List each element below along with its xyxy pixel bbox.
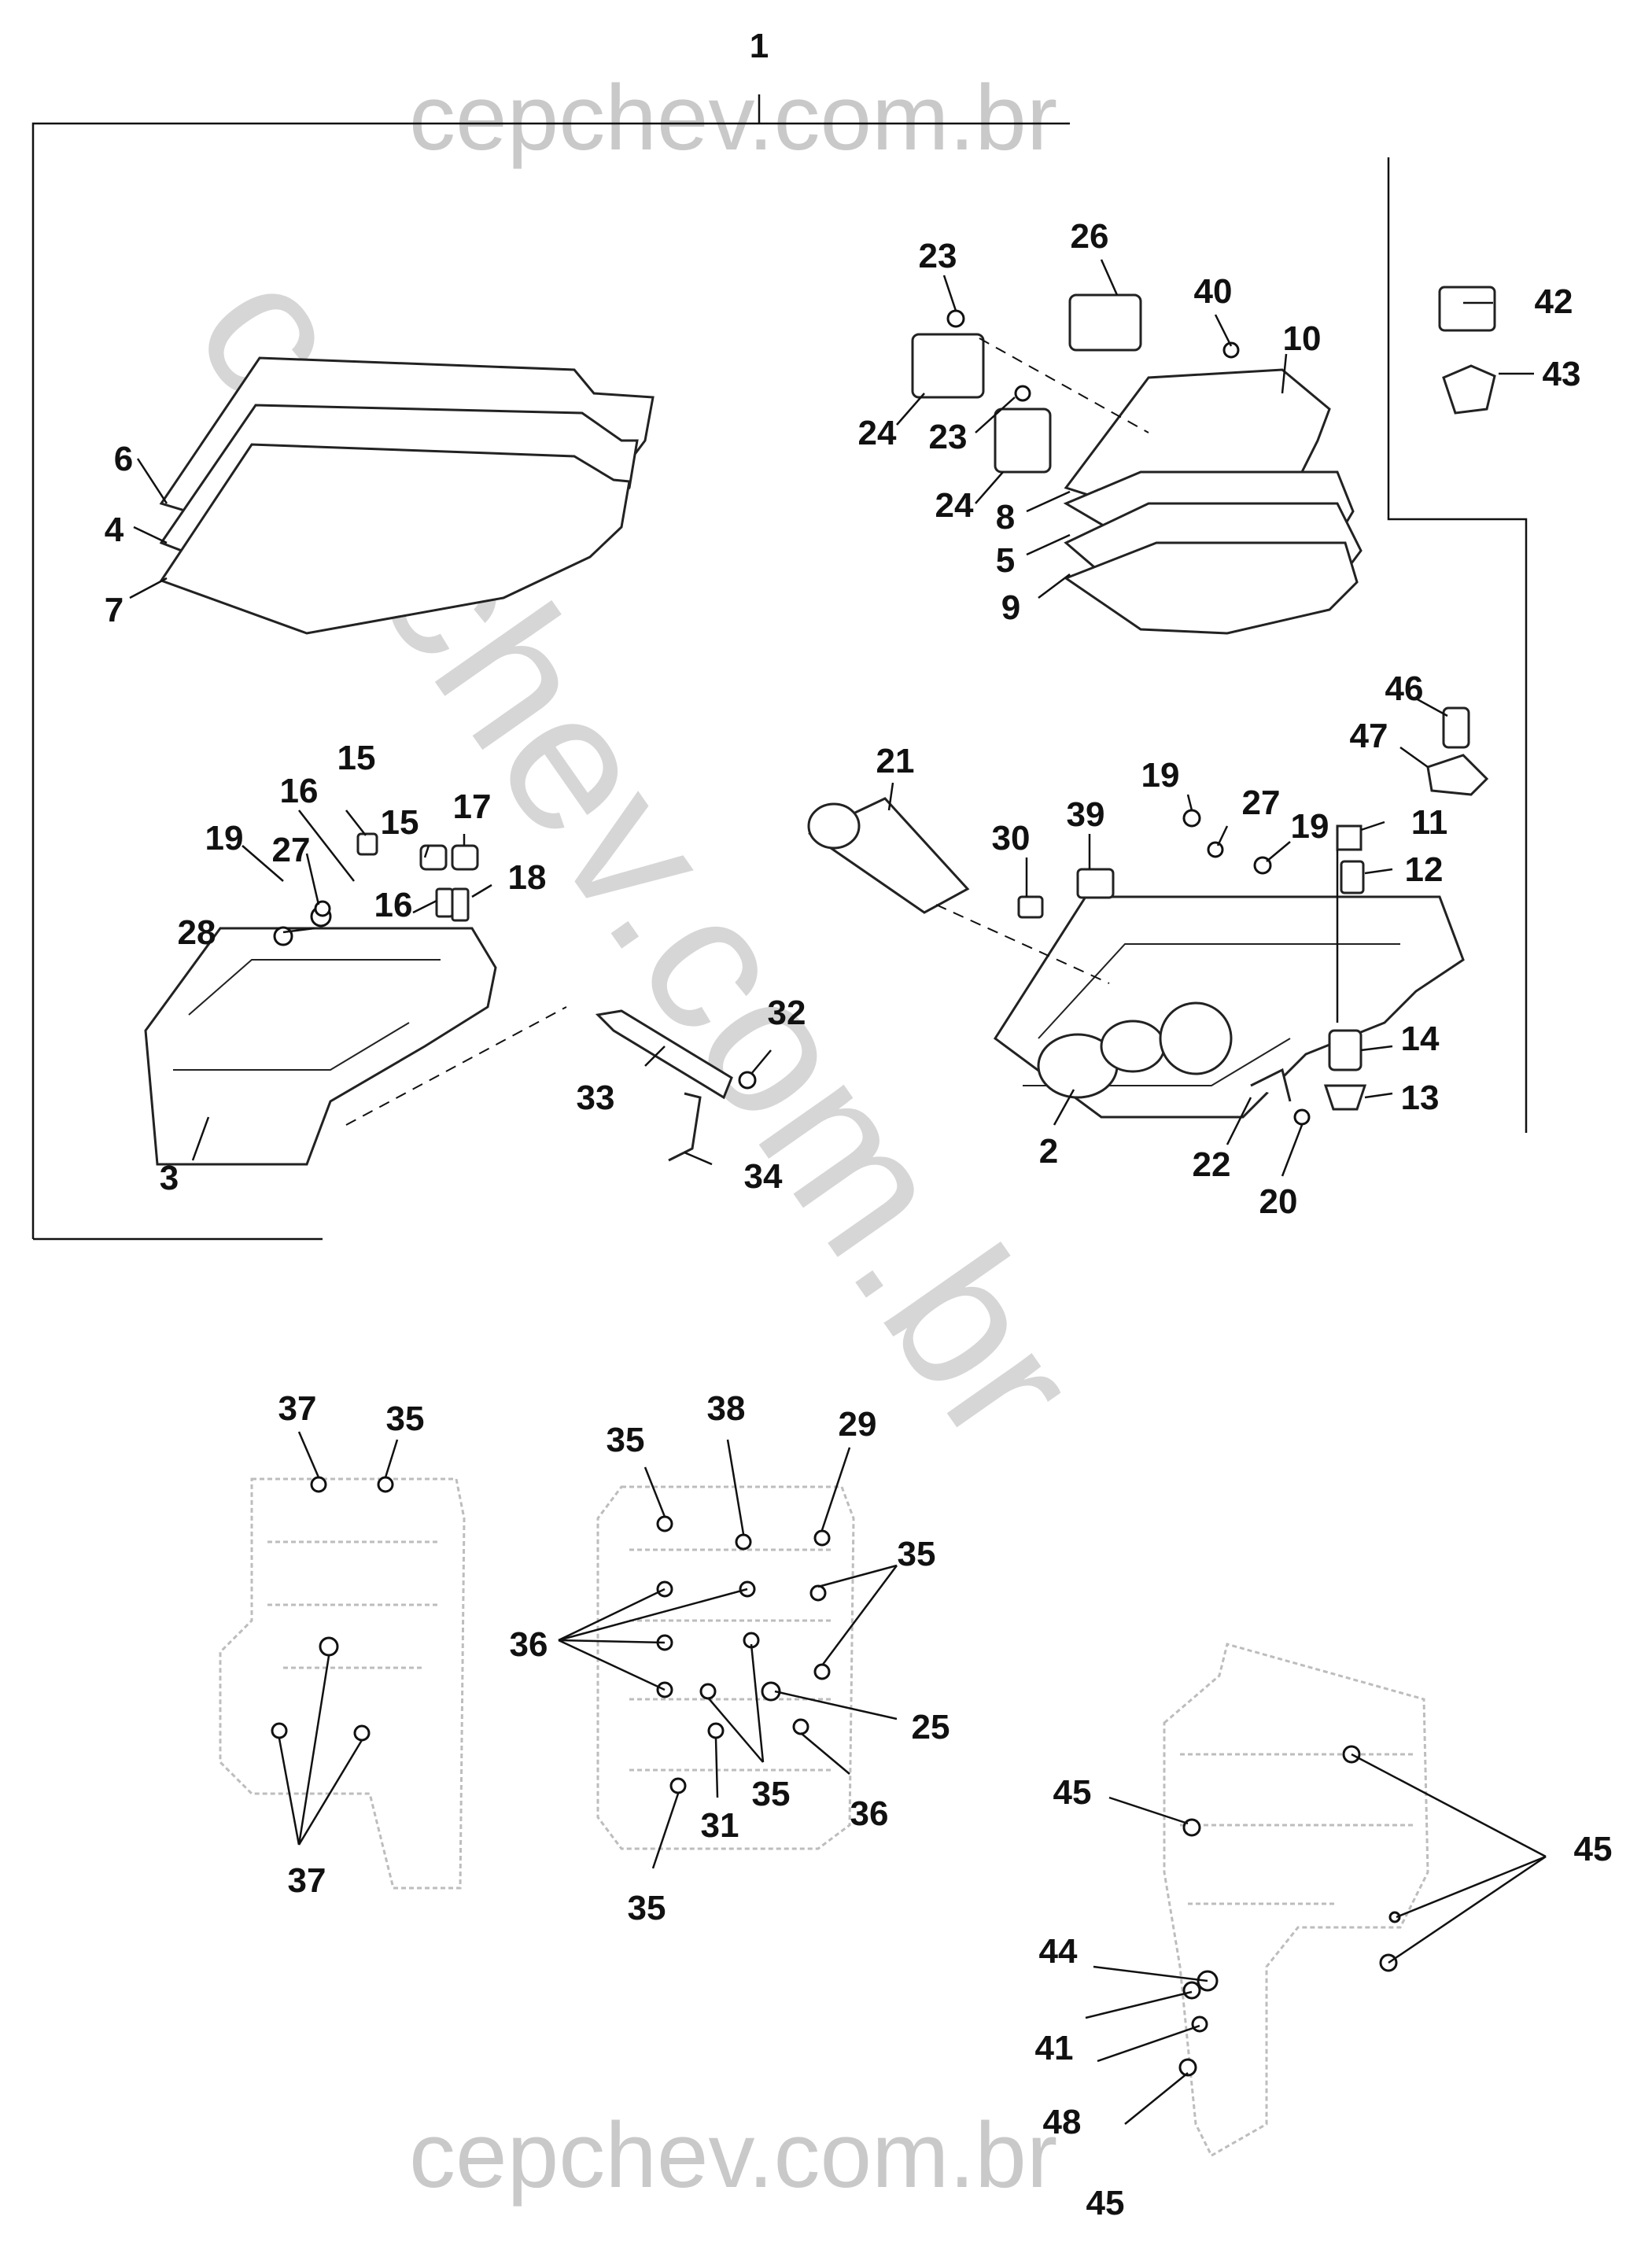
callout-26: 26 — [1071, 217, 1109, 256]
bottom-view-middle — [596, 1485, 855, 1850]
callout-44: 44 — [1039, 1932, 1078, 1971]
assembly-bracket — [31, 94, 1528, 1241]
callout-7: 7 — [105, 591, 124, 629]
callout-25: 25 — [912, 1708, 950, 1746]
callout-32: 32 — [768, 994, 806, 1032]
lower-valve-body-right — [807, 706, 1489, 1126]
callout-30: 30 — [992, 819, 1031, 857]
callout-16b: 16 — [374, 886, 413, 924]
separator-plates-left — [159, 356, 655, 635]
callout-29: 29 — [839, 1405, 877, 1444]
parts-32-33-34 — [595, 1009, 757, 1162]
callout-45c: 45 — [1086, 2184, 1125, 2222]
callout-35c: 35 — [898, 1535, 936, 1573]
callout-12: 12 — [1405, 850, 1444, 889]
callout-36a: 36 — [510, 1625, 548, 1664]
callout-28: 28 — [178, 913, 216, 952]
callout-35b: 35 — [607, 1421, 645, 1459]
upper-valve-body-plates — [1063, 368, 1363, 635]
callout-41: 41 — [1035, 2029, 1074, 2067]
callout-35d: 35 — [752, 1775, 791, 1813]
callout-31: 31 — [701, 1806, 739, 1845]
callout-24a: 24 — [858, 414, 897, 452]
callout-45b: 45 — [1574, 1830, 1613, 1868]
solenoid-24a — [911, 333, 985, 399]
lower-valve-body-left — [144, 832, 567, 1166]
callout-13: 13 — [1401, 1079, 1440, 1117]
callout-8: 8 — [996, 498, 1015, 537]
callout-35a: 35 — [386, 1400, 425, 1438]
callout-22: 22 — [1193, 1145, 1231, 1184]
callout-14: 14 — [1401, 1020, 1440, 1058]
callout-2: 2 — [1039, 1132, 1058, 1171]
callout-19a: 19 — [205, 819, 244, 857]
callout-18: 18 — [508, 858, 547, 897]
callout-48: 48 — [1043, 2103, 1082, 2141]
callout-36b: 36 — [850, 1794, 889, 1833]
callout-37b: 37 — [288, 1861, 326, 1900]
callout-9: 9 — [1001, 588, 1020, 627]
callout-15a: 15 — [337, 739, 376, 777]
solenoids-group — [911, 293, 1240, 474]
callout-33: 33 — [577, 1079, 615, 1117]
callout-46: 46 — [1385, 669, 1424, 708]
callout-39: 39 — [1067, 795, 1105, 834]
callout-24b: 24 — [935, 486, 974, 525]
callout-38: 38 — [707, 1389, 746, 1428]
bottom-view-right — [1163, 1643, 1429, 2158]
callout-23b: 23 — [929, 418, 968, 456]
callout-5: 5 — [996, 541, 1015, 580]
callout-27a: 27 — [272, 831, 311, 869]
callout-37a: 37 — [278, 1389, 317, 1428]
watermark-top: cepchev.com.br — [409, 66, 1057, 170]
callout-42: 42 — [1535, 282, 1573, 321]
callout-17: 17 — [453, 787, 492, 826]
callout-15b: 15 — [381, 803, 419, 842]
callout-35e: 35 — [628, 1889, 666, 1927]
callout-16a: 16 — [280, 772, 319, 810]
bottom-view-left — [219, 1476, 466, 1890]
callout-labels: 1 2 3 4 5 6 7 8 9 10 11 12 13 14 15 15 1… — [105, 27, 1613, 2222]
callout-6: 6 — [114, 440, 133, 478]
callout-34: 34 — [744, 1157, 783, 1196]
callout-4: 4 — [105, 511, 124, 549]
leader-lines — [129, 259, 1547, 2125]
callout-19b: 19 — [1141, 756, 1180, 795]
callout-21: 21 — [876, 742, 915, 780]
callout-10: 10 — [1283, 319, 1322, 358]
watermark-bottom: cepchev.com.br — [409, 2104, 1057, 2207]
callout-11: 11 — [1411, 803, 1448, 842]
callout-40: 40 — [1194, 272, 1233, 311]
callout-27b: 27 — [1242, 784, 1281, 822]
callout-45a: 45 — [1053, 1773, 1092, 1812]
callout-47: 47 — [1350, 717, 1388, 755]
callout-23a: 23 — [919, 237, 957, 275]
callout-20: 20 — [1259, 1182, 1298, 1221]
parts-42-43 — [1438, 286, 1496, 415]
callout-19c: 19 — [1291, 807, 1329, 846]
callout-43: 43 — [1543, 355, 1581, 393]
callout-3: 3 — [160, 1159, 179, 1197]
solenoid-24b — [994, 408, 1052, 474]
solenoid-26 — [1068, 293, 1142, 352]
callout-1: 1 — [750, 27, 769, 65]
